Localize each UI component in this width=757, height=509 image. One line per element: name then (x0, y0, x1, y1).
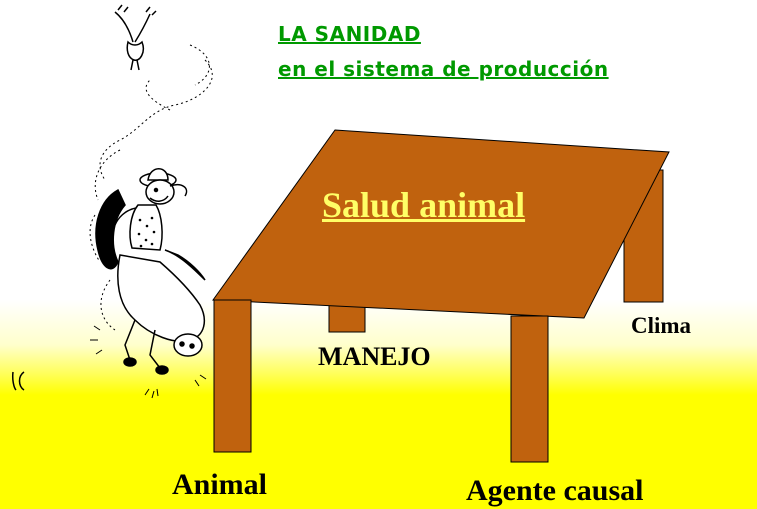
table-leg-front-right (510, 315, 549, 463)
bird-icon (114, 4, 157, 71)
dust-trail (89, 44, 213, 331)
leg-label-agente-causal: Agente causal (466, 474, 644, 507)
leg-label-manejo: MANEJO (318, 342, 431, 371)
rider-and-horse (90, 168, 207, 399)
leg-label-clima: Clima (631, 313, 692, 338)
title-line-1: LA SANIDAD (278, 22, 421, 46)
table-top-label: Salud animal (322, 185, 526, 225)
leg-label-animal: Animal (172, 468, 268, 501)
signature-mark (12, 371, 25, 391)
table-leg-front-left (213, 299, 252, 453)
table-top (212, 129, 670, 319)
title-line-2: en el sistema de producción (278, 57, 609, 81)
